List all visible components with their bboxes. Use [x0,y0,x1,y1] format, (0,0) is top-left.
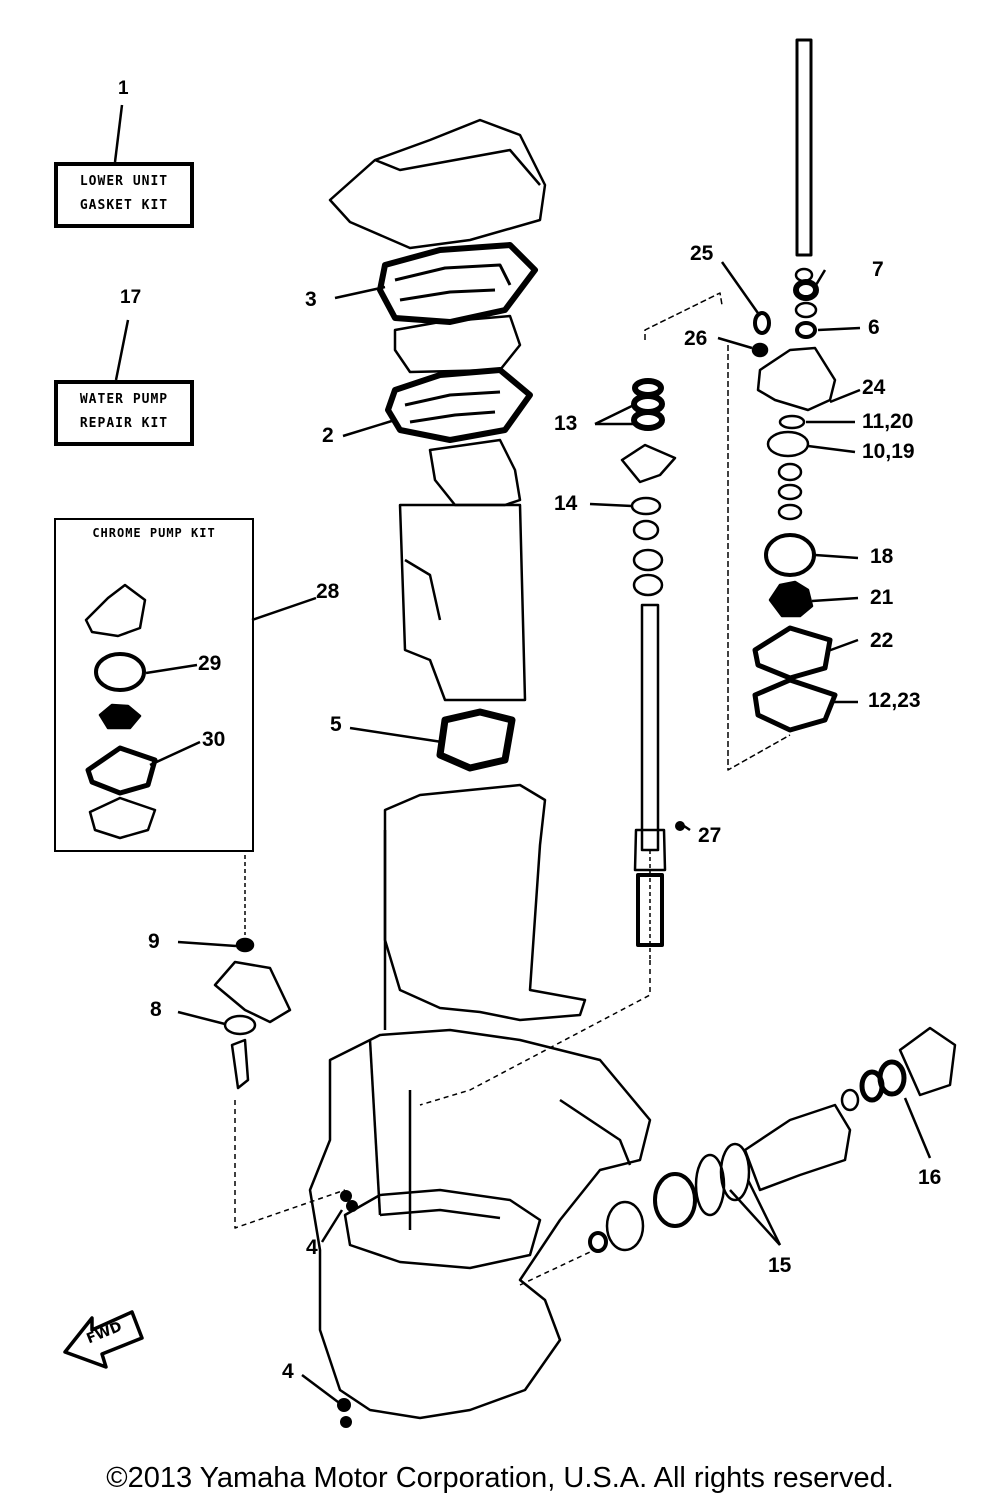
callout-27: 27 [698,824,722,847]
gasket-5 [436,708,516,772]
callout-4: 4 [306,1236,318,1259]
callout-16: 16 [918,1166,942,1189]
callout-4: 4 [282,1360,294,1383]
outer-plate [752,625,833,681]
leader-17 [114,319,130,381]
kit-title: CHROME PUMP KIT [92,526,216,540]
lower-case [308,1028,652,1420]
kit-label-line1: LOWER UNIT [79,174,169,189]
chrome-pump-kit-box: CHROME PUMP KIT [54,518,254,852]
leader-28 [251,596,317,622]
callout-6: 6 [868,316,880,339]
callout-12-23: 12,23 [868,689,921,712]
gasket-3 [377,242,538,325]
callout-8: 8 [150,998,162,1021]
callout-28: 28 [316,580,340,603]
pump-housing [756,346,837,412]
callout-11-20: 11,20 [862,410,914,433]
top-shaft [795,38,813,257]
callout-21: 21 [870,586,894,609]
drive-shaft [640,603,660,852]
gasket-2 [385,367,533,443]
kit-label-line2: GASKET KIT [79,198,169,213]
callout-10-19: 10,19 [862,440,915,463]
callout-14: 14 [554,492,578,515]
upper-cover [328,118,547,250]
guide-line [234,1100,346,1229]
callout-7: 7 [872,258,884,281]
callout-18: 18 [870,545,894,568]
callout-15: 15 [768,1254,792,1277]
callout-5: 5 [330,713,342,736]
kit-label-line1: WATER PUMP [79,392,169,407]
callout-24: 24 [862,376,886,399]
lower-unit-gasket-kit-box: LOWER UNIT GASKET KIT [54,162,194,228]
callout-29: 29 [198,652,222,675]
callout-17: 17 [120,287,142,308]
leader-1 [113,104,124,163]
exhaust-tube [398,503,527,702]
callout-2: 2 [322,424,334,447]
callout-1: 1 [118,78,129,99]
callout-9: 9 [148,930,160,953]
shaft-housing [383,783,587,1022]
water-pump-repair-kit-box: WATER PUMP REPAIR KIT [54,380,194,446]
kit-label-line2: REPAIR KIT [79,416,169,431]
fwd-arrow [63,1310,144,1369]
callout-3: 3 [305,288,317,311]
pump-cup [764,533,816,577]
exploded-parts-diagram [63,38,957,1428]
impeller [768,580,814,618]
callout-25: 25 [690,242,714,265]
callout-22: 22 [870,629,894,652]
callout-26: 26 [684,327,708,350]
copyright-notice: ©2013 Yamaha Motor Corporation, U.S.A. A… [106,1462,894,1494]
pump-gasket [752,677,838,733]
callout-30: 30 [202,728,226,751]
callout-13: 13 [554,412,578,435]
